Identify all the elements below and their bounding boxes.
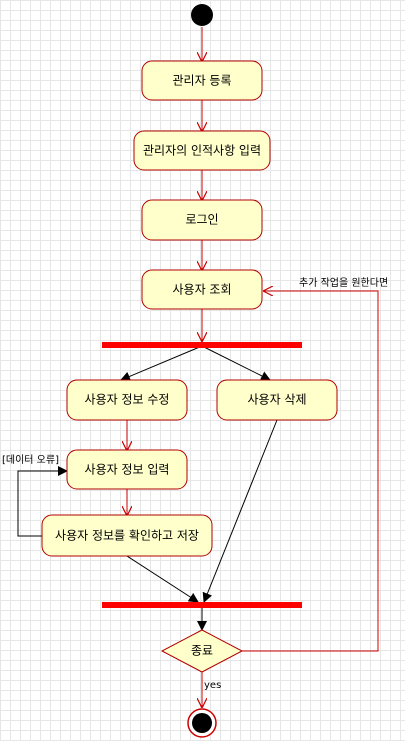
activity-delete-user: 사용자 삭제	[216, 379, 338, 421]
activity-label: 사용자 조회	[172, 283, 231, 297]
activity-label: 관리자의 인적사항 입력	[143, 144, 261, 158]
decision-label: 종료	[191, 644, 213, 658]
guard-data-error: [데이터 오류]	[2, 454, 59, 466]
activity-label: 관리자 등록	[172, 74, 231, 88]
activity-label: 사용자 삭제	[247, 393, 306, 407]
activity-query-user: 사용자 조회	[141, 269, 263, 310]
join-bar	[102, 602, 302, 608]
activity-label: 로그인	[185, 213, 218, 227]
activity-input-user-info: 사용자 정보 입력	[66, 449, 188, 490]
guard-more-work: 추가 작업을 원한다면	[299, 276, 388, 289]
activity-label: 사용자 정보 입력	[85, 463, 170, 477]
fork-bar	[102, 342, 302, 348]
edge-loop-back-to-query	[242, 291, 379, 652]
final-node	[187, 708, 217, 738]
edge-fork-to-edit	[120, 345, 203, 382]
edge-error-loop	[17, 466, 68, 537]
decision-end: 종료	[160, 629, 244, 673]
activity-login: 로그인	[141, 199, 263, 241]
edge-confirm-to-join	[126, 555, 199, 603]
activity-edit-user: 사용자 정보 수정	[66, 379, 188, 421]
edge-fork-to-delete	[201, 345, 271, 381]
edge-delete-to-join	[202, 419, 278, 603]
activity-input-admin-info: 관리자의 인적사항 입력	[133, 130, 271, 171]
activity-label: 사용자 정보 수정	[85, 393, 170, 407]
activity-register-admin: 관리자 등록	[141, 60, 263, 101]
guard-yes: yes	[204, 680, 221, 691]
initial-node	[191, 4, 213, 26]
activity-confirm-save: 사용자 정보를 확인하고 저장	[41, 514, 213, 557]
activity-label: 사용자 정보를 확인하고 저장	[55, 529, 199, 543]
